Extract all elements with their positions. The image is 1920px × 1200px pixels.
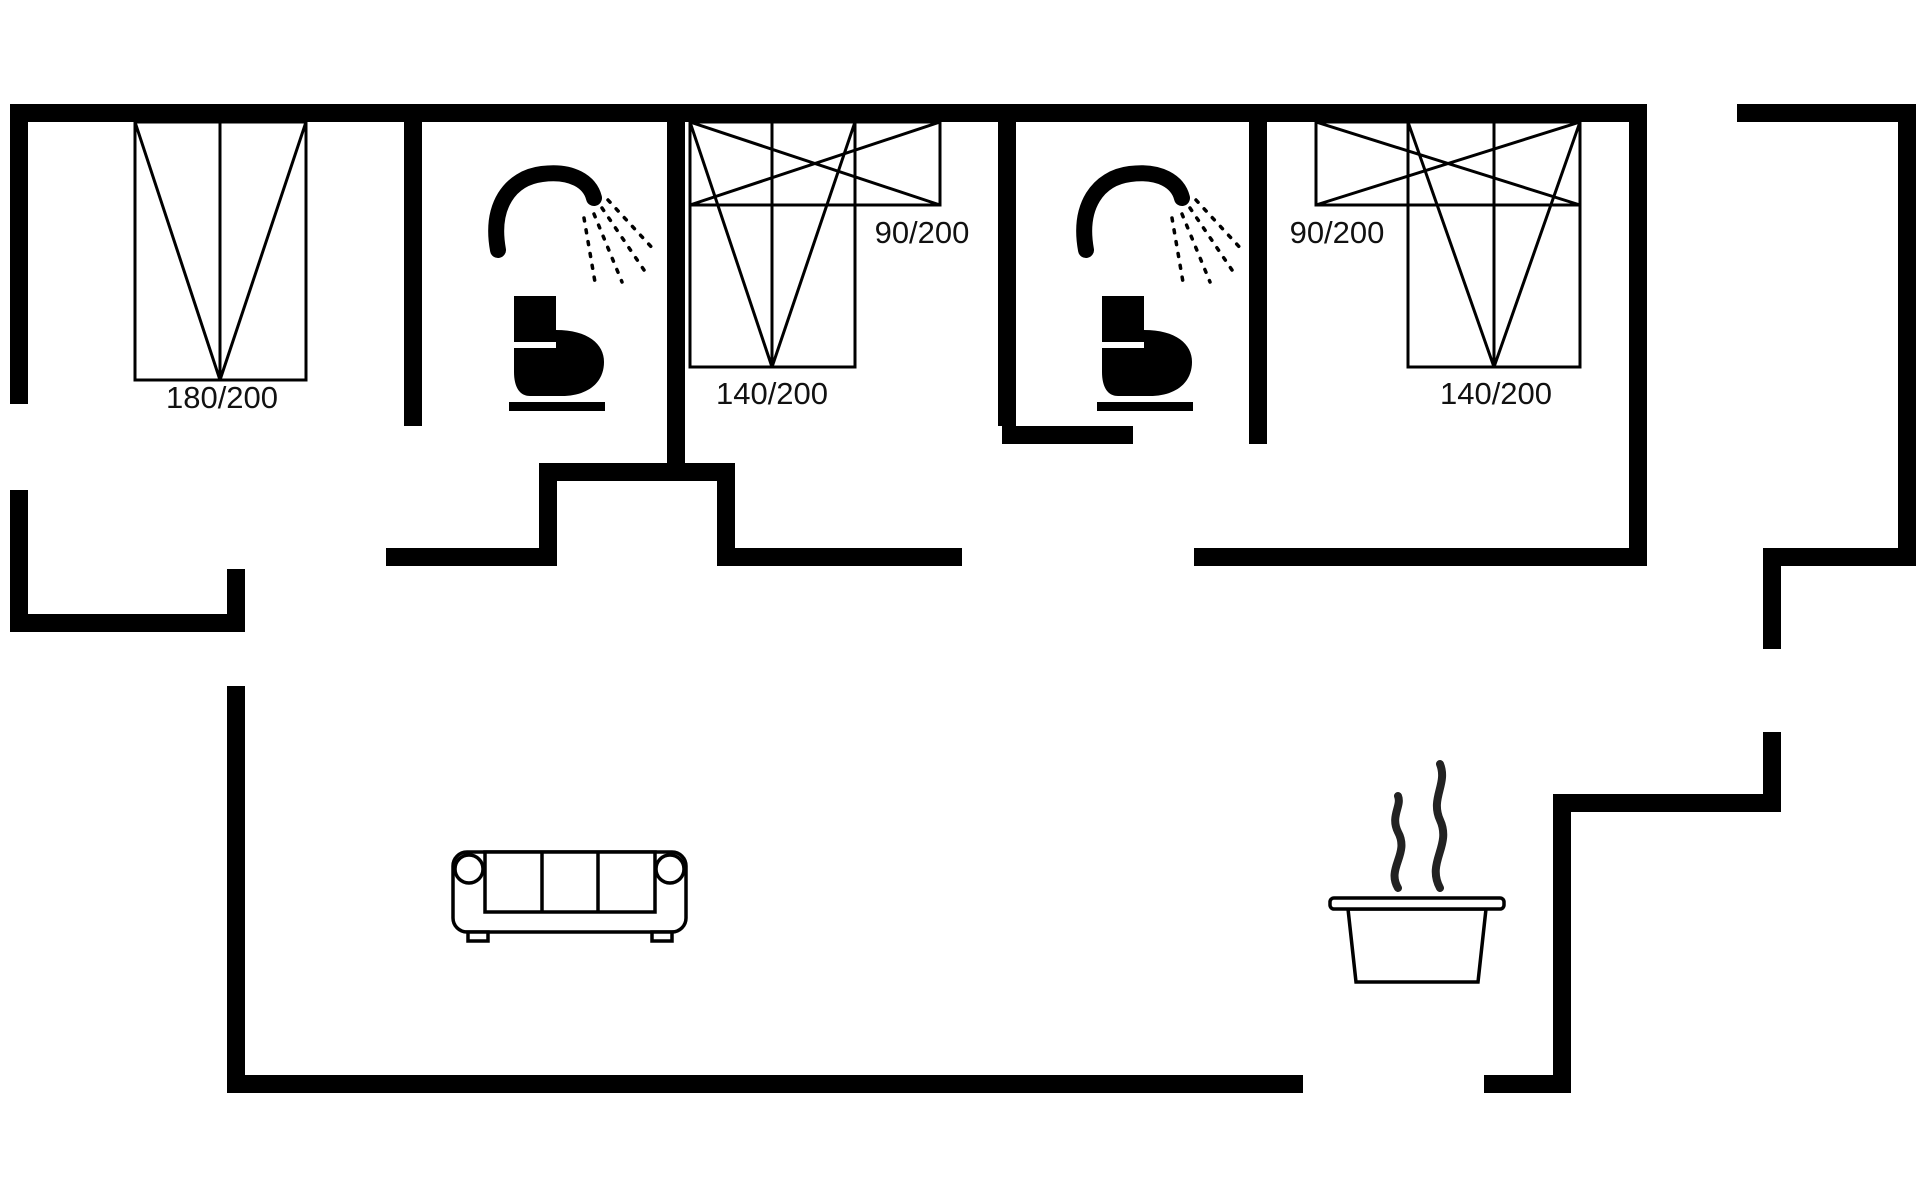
cooking-pot-icon (1328, 896, 1506, 984)
wall-segment (667, 104, 685, 481)
walls (10, 104, 1916, 1093)
bed-size-label: 140/200 (1440, 376, 1552, 411)
wall-segment (1737, 104, 1916, 122)
steam-icon (1390, 760, 1448, 892)
wall-segment (404, 104, 422, 426)
bed-size-label: 90/200 (1290, 215, 1385, 250)
wall-segment (10, 490, 28, 632)
wall-segment (717, 463, 735, 566)
wall-segment (1629, 104, 1647, 566)
wall-segment (1553, 794, 1781, 812)
bed-size-label: 90/200 (875, 215, 970, 250)
wall-segment (1553, 794, 1571, 1093)
bed-size-label: 140/200 (716, 376, 828, 411)
wall-segment (227, 686, 245, 1093)
wall-segment (1763, 732, 1781, 812)
wall-segment (227, 569, 245, 632)
wall-segment (1763, 548, 1916, 566)
wall-segment (1249, 104, 1267, 444)
wall-segment (10, 104, 28, 404)
sofa-icon (451, 850, 688, 943)
wall-segment (1898, 104, 1916, 566)
wall-segment (998, 104, 1016, 426)
bed-size-label: 180/200 (166, 380, 278, 415)
wall-segment (1763, 548, 1781, 649)
wall-segment (227, 1075, 1303, 1093)
wall-segment (1484, 1075, 1571, 1093)
bed-right-double (1406, 120, 1582, 369)
bed-middle-bunk (688, 120, 942, 207)
wall-segment (10, 614, 245, 632)
wall-segment (10, 104, 1643, 122)
wall-segment (1002, 426, 1133, 444)
wall-segment (717, 548, 962, 566)
wall-segment (1194, 548, 1647, 566)
wall-segment (539, 463, 557, 566)
bed-left-double (133, 120, 308, 382)
wall-segment (539, 463, 735, 481)
bed-middle-double (688, 120, 857, 369)
wall-segment (386, 548, 557, 566)
